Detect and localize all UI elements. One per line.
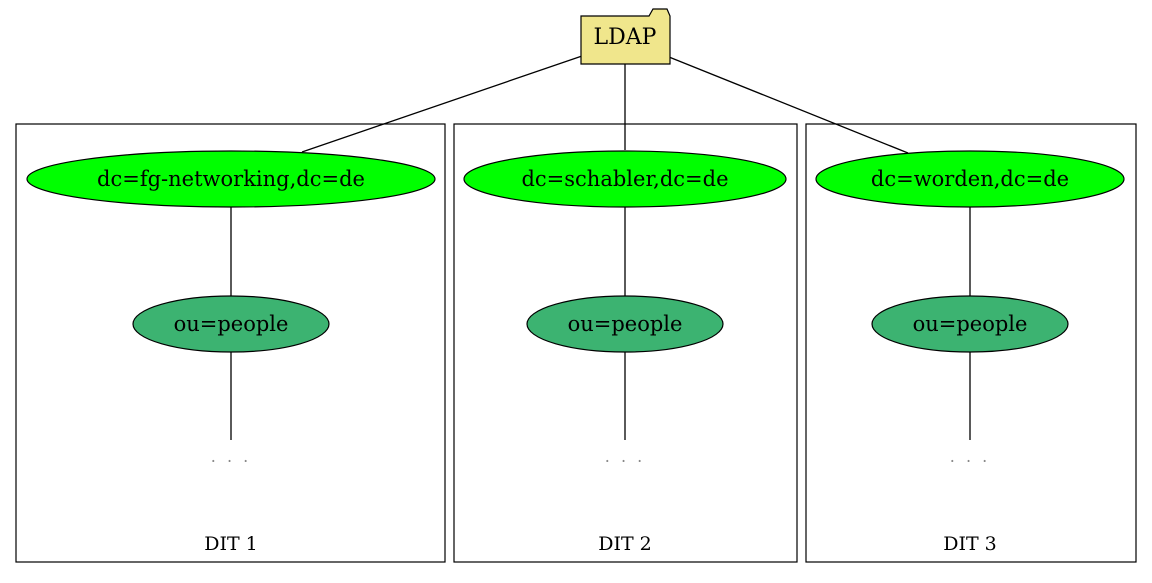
root-node[interactable]: LDAP (580, 8, 671, 65)
more-entries-dit1: . . . (211, 447, 251, 466)
cluster-dit3-label: DIT 3 (943, 533, 997, 555)
more-entries-dit2: . . . (605, 447, 645, 466)
cluster-dit3-frame (805, 123, 1137, 563)
cluster-dit1-label: DIT 1 (204, 533, 258, 555)
more-entries-dit3: . . . (950, 447, 990, 466)
root-node-label: LDAP (594, 25, 657, 50)
cluster-dit2: dc=schabler,dc=de ou=people . . . DIT 2 (453, 123, 798, 563)
ou-node-dit1[interactable] (132, 295, 330, 353)
folder-icon (580, 8, 671, 65)
cluster-dit1-frame (15, 123, 446, 563)
domain-node-dit1[interactable] (26, 150, 436, 208)
domain-node-dit3-label: dc=worden,dc=de (871, 167, 1069, 191)
domain-node-dit2[interactable] (463, 150, 787, 208)
cluster-dit3: dc=worden,dc=de ou=people . . . DIT 3 (805, 123, 1137, 563)
domain-node-dit1-label: dc=fg-networking,dc=de (97, 167, 365, 191)
cluster-dit1: dc=fg-networking,dc=de ou=people . . . D… (15, 123, 446, 563)
cluster-dit2-frame (453, 123, 798, 563)
ou-node-dit2[interactable] (526, 295, 724, 353)
edge-root-dit3 (668, 56, 909, 154)
ou-node-dit1-label: ou=people (174, 312, 289, 336)
domain-node-dit3[interactable] (815, 150, 1125, 208)
ou-node-dit3-label: ou=people (913, 312, 1028, 336)
edge-root-dit1 (301, 55, 583, 153)
ou-node-dit3[interactable] (871, 295, 1069, 353)
domain-node-dit2-label: dc=schabler,dc=de (521, 167, 728, 191)
cluster-dit2-label: DIT 2 (598, 533, 652, 555)
ou-node-dit2-label: ou=people (568, 312, 683, 336)
